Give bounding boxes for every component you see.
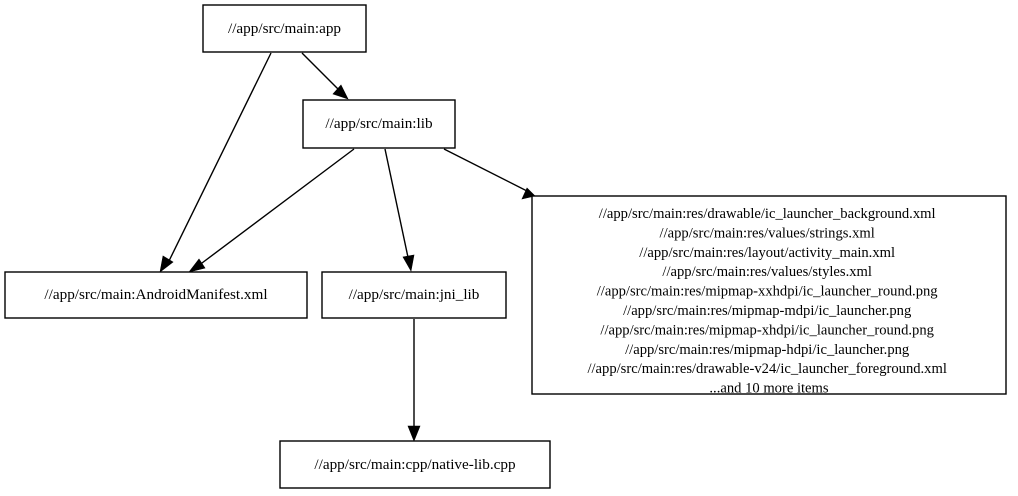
res-line-10: ...and 10 more items bbox=[709, 381, 828, 397]
res-line-6: //app/src/main:res/mipmap-mdpi/ic_launch… bbox=[623, 303, 912, 319]
edge-jni-lib-to-native-lib bbox=[407, 319, 421, 442]
edge-lib-to-androidmanifest bbox=[188, 148, 355, 273]
node-res-bundle[interactable]: //app/src/main:res/drawable/ic_launcher_… bbox=[531, 195, 1007, 397]
edge-app-to-lib bbox=[301, 52, 349, 100]
res-line-2: //app/src/main:res/values/strings.xml bbox=[660, 225, 875, 241]
res-line-8: //app/src/main:res/mipmap-hdpi/ic_launch… bbox=[625, 342, 910, 358]
node-jni-lib[interactable]: //app/src/main:jni_lib bbox=[321, 271, 507, 319]
node-lib-label: //app/src/main:lib bbox=[325, 115, 433, 132]
res-line-4: //app/src/main:res/values/styles.xml bbox=[662, 264, 872, 280]
node-androidmanifest-label: //app/src/main:AndroidManifest.xml bbox=[44, 286, 267, 303]
node-app[interactable]: //app/src/main:app bbox=[202, 4, 367, 53]
edge-app-to-androidmanifest bbox=[159, 52, 272, 273]
edge-layer bbox=[159, 52, 536, 442]
node-androidmanifest[interactable]: //app/src/main:AndroidManifest.xml bbox=[4, 271, 308, 319]
node-res-bundle-lines: //app/src/main:res/drawable/ic_launcher_… bbox=[587, 206, 950, 397]
node-app-label: //app/src/main:app bbox=[228, 20, 341, 37]
res-line-5: //app/src/main:res/mipmap-xxhdpi/ic_laun… bbox=[597, 284, 939, 300]
res-line-7: //app/src/main:res/mipmap-xhdpi/ic_launc… bbox=[600, 322, 934, 338]
edge-lib-to-jni-lib bbox=[384, 148, 415, 272]
node-native-lib-label: //app/src/main:cpp/native-lib.cpp bbox=[314, 456, 515, 473]
node-layer: //app/src/main:app //app/src/main:lib //… bbox=[4, 4, 1007, 489]
node-lib[interactable]: //app/src/main:lib bbox=[302, 99, 456, 149]
node-jni-lib-label: //app/src/main:jni_lib bbox=[349, 286, 480, 303]
res-line-9: //app/src/main:res/drawable-v24/ic_launc… bbox=[587, 361, 946, 377]
node-native-lib[interactable]: //app/src/main:cpp/native-lib.cpp bbox=[279, 440, 551, 489]
res-line-3: //app/src/main:res/layout/activity_main.… bbox=[639, 245, 895, 261]
edge-lib-to-res-bundle bbox=[443, 148, 536, 200]
res-line-1: //app/src/main:res/drawable/ic_launcher_… bbox=[599, 206, 936, 222]
